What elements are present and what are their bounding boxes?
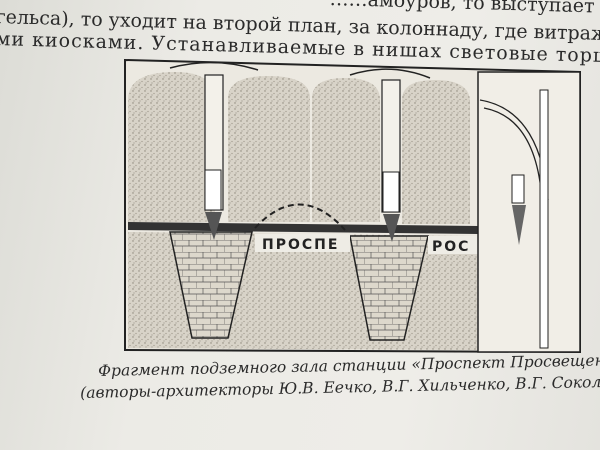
station-sign-right: РОС xyxy=(432,239,470,255)
figure-frame xyxy=(124,58,581,354)
station-sign-left: ПРОСПЕ xyxy=(262,237,339,253)
